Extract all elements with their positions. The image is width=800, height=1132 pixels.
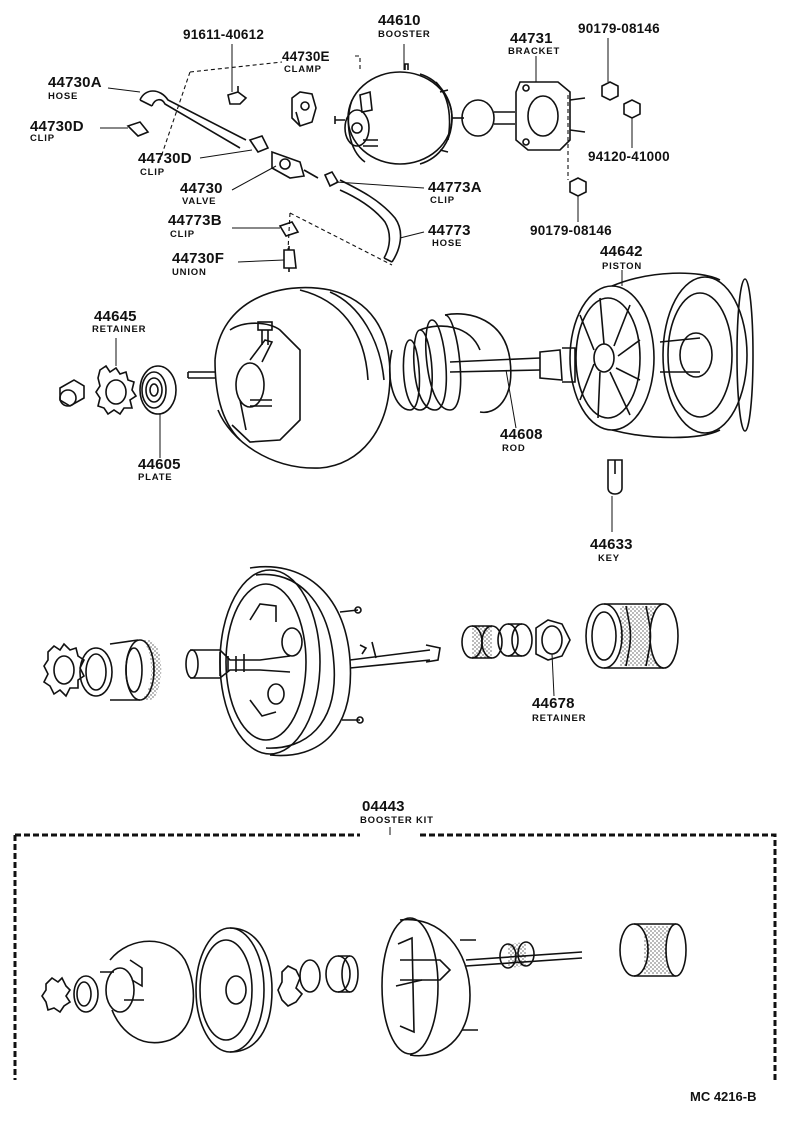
part-name-plate: PLATE bbox=[138, 472, 173, 483]
part-name-key: KEY bbox=[598, 553, 620, 564]
part-name-clip-d-left: CLIP bbox=[30, 133, 55, 144]
assembled-right-parts bbox=[461, 603, 679, 669]
part-name-clip-773a: CLIP bbox=[430, 195, 455, 206]
part-number-44605: 44605 bbox=[138, 456, 181, 473]
part-number-90179-bottom: 90179-08146 bbox=[530, 223, 612, 238]
part-number-44608: 44608 bbox=[500, 426, 543, 443]
part-number-44645: 44645 bbox=[94, 308, 137, 325]
nuts-part bbox=[569, 81, 641, 197]
part-number-44773b: 44773B bbox=[168, 212, 222, 229]
part-name-valve: VALVE bbox=[182, 196, 217, 207]
part-number-44730d-mid: 44730D bbox=[138, 150, 192, 167]
part-number-44730e: 44730E bbox=[282, 49, 330, 64]
left-washers bbox=[42, 639, 162, 701]
part-name-retainer-678: RETAINER bbox=[532, 713, 587, 724]
part-name-clip-d-mid: CLIP bbox=[140, 167, 165, 178]
part-number-44730: 44730 bbox=[180, 180, 223, 197]
part-name-hose-773: HOSE bbox=[432, 238, 463, 249]
part-number-44730d-left: 44730D bbox=[30, 118, 84, 135]
retainer-44645 bbox=[95, 364, 138, 416]
part-number-44678: 44678 bbox=[532, 695, 575, 712]
clip-44730d bbox=[126, 121, 270, 153]
part-name-bracket: BRACKET bbox=[508, 46, 561, 57]
group-dashed-lines bbox=[159, 55, 569, 266]
valve-part bbox=[271, 150, 319, 179]
union-part bbox=[278, 221, 300, 272]
booster-assembled bbox=[185, 566, 441, 757]
plate-44605 bbox=[139, 365, 177, 415]
part-number-44642: 44642 bbox=[600, 243, 643, 260]
bolt-part bbox=[227, 86, 248, 105]
part-name-clamp: CLAMP bbox=[284, 64, 322, 75]
booster-front-shell bbox=[187, 286, 391, 469]
kit-border bbox=[13, 827, 777, 1080]
booster-top bbox=[334, 63, 515, 165]
part-name-union: UNION bbox=[172, 267, 207, 278]
kit-contents bbox=[41, 917, 687, 1057]
bolt-left-part bbox=[59, 379, 85, 407]
part-number-44633: 44633 bbox=[590, 536, 633, 553]
part-name-retainer-645: RETAINER bbox=[92, 324, 147, 335]
part-name-hose-a: HOSE bbox=[48, 91, 79, 102]
hose-44730a bbox=[139, 90, 247, 149]
part-number-44610: 44610 bbox=[378, 12, 421, 29]
piston-44642 bbox=[569, 272, 754, 439]
leader-lines bbox=[100, 38, 633, 697]
part-number-94120: 94120-41000 bbox=[588, 149, 670, 164]
part-name-piston: PISTON bbox=[602, 261, 642, 272]
spring-part bbox=[388, 313, 512, 414]
part-number-04443: 04443 bbox=[362, 798, 405, 815]
part-name-booster: BOOSTER bbox=[378, 29, 431, 40]
part-name-clip-773b: CLIP bbox=[170, 229, 195, 240]
part-number-44731: 44731 bbox=[510, 30, 553, 47]
part-number-91611: 91611-40612 bbox=[183, 27, 265, 42]
part-number-44773: 44773 bbox=[428, 222, 471, 239]
part-name-booster-kit: BOOSTER KIT bbox=[360, 815, 434, 826]
part-number-44730f: 44730F bbox=[172, 250, 225, 267]
part-number-90179-top: 90179-08146 bbox=[578, 21, 660, 36]
diagram-reference-code: MC 4216-B bbox=[690, 1089, 757, 1104]
rod-44608 bbox=[449, 347, 576, 383]
part-number-44773a: 44773A bbox=[428, 179, 482, 196]
bracket-part bbox=[515, 81, 586, 151]
part-number-44730a: 44730A bbox=[48, 74, 102, 91]
key-44633 bbox=[607, 459, 623, 495]
clamp-part bbox=[291, 91, 317, 127]
part-name-rod: ROD bbox=[502, 443, 526, 454]
